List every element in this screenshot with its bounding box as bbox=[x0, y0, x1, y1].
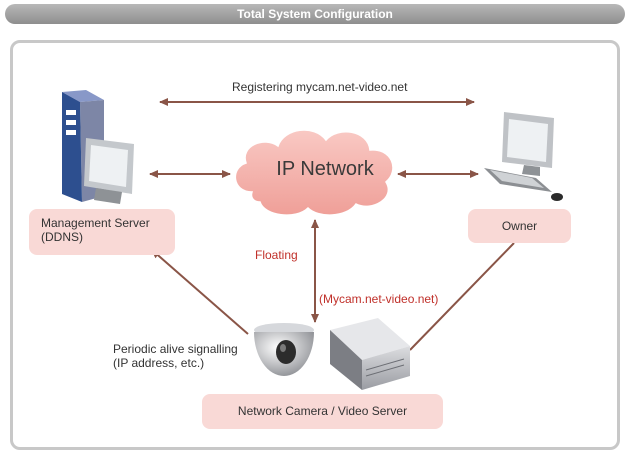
owner-label: Owner bbox=[501, 219, 538, 233]
diagram-title: Total System Configuration bbox=[5, 4, 625, 24]
camera-label: Network Camera / Video Server bbox=[237, 404, 408, 418]
desktop-computer-icon bbox=[484, 112, 563, 201]
network-label: IP Network bbox=[276, 158, 374, 180]
diagram-frame bbox=[10, 40, 620, 450]
periodic-signalling-label: Periodic alive signalling (IP address, e… bbox=[113, 342, 238, 370]
owner-box: Owner bbox=[468, 209, 571, 243]
management-server-box: Management Server (DDNS) bbox=[29, 209, 175, 255]
management-server-label: Management Server bbox=[41, 216, 150, 230]
alive-signal-arrow bbox=[151, 249, 249, 335]
video-server-icon bbox=[330, 318, 410, 390]
dome-camera-icon bbox=[254, 323, 314, 376]
floating-label: Floating bbox=[255, 248, 298, 262]
server-tower-icon bbox=[62, 90, 134, 204]
cloud-icon bbox=[234, 129, 394, 216]
periodic-signalling-line2: (IP address, etc.) bbox=[113, 356, 205, 370]
management-server-sublabel: (DDNS) bbox=[41, 230, 83, 244]
registering-label: Registering mycam.net-video.net bbox=[232, 80, 408, 94]
camera-box: Network Camera / Video Server bbox=[202, 394, 443, 429]
owner-link-line bbox=[409, 242, 515, 351]
domain-label: (Mycam.net-video.net) bbox=[319, 292, 439, 306]
periodic-signalling-line1: Periodic alive signalling bbox=[113, 342, 238, 356]
